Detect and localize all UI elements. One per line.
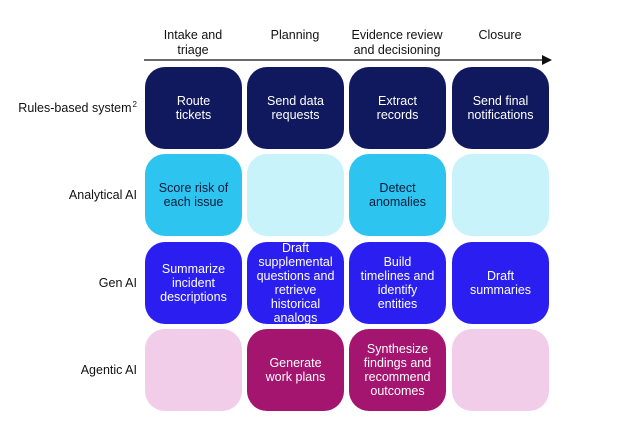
- column-header-2: Planning: [270, 28, 320, 42]
- row-label-2: Analytical AI: [68, 188, 137, 202]
- row-label-3: Gen AI: [98, 276, 137, 290]
- empty-cell: [145, 329, 242, 411]
- process-flow-arrow: [144, 55, 552, 65]
- column-header-4: Closure: [478, 28, 522, 42]
- row-label-4: Agentic AI: [80, 363, 137, 377]
- footnote-marker: 2: [132, 99, 137, 109]
- empty-cell: [452, 154, 549, 236]
- empty-cell: [247, 154, 344, 236]
- arrowhead-icon: [542, 55, 552, 65]
- empty-cell: [452, 329, 549, 411]
